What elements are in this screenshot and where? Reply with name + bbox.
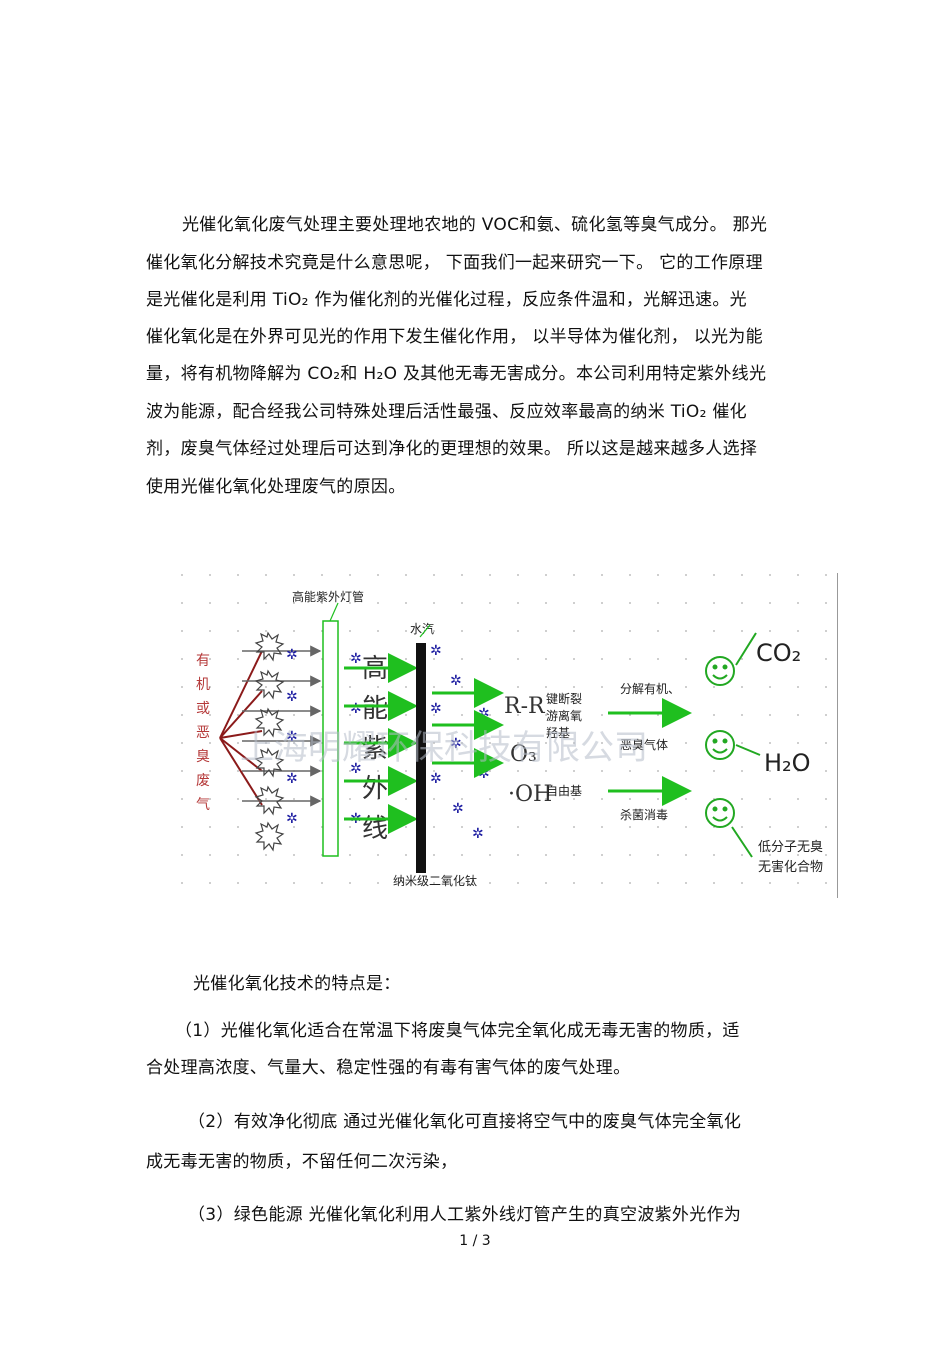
arrow3-label: 杀菌消毒 <box>620 807 668 822</box>
o3-label: O₃ <box>510 742 537 767</box>
co2-label: CO₂ <box>756 639 801 667</box>
svg-text:✲: ✲ <box>450 736 462 752</box>
text-line: （2）有效净化彻底 通过光催化氧化可直接将空气中的废臭气体完全氧化 <box>188 1112 742 1132</box>
svg-text:键断裂: 键断裂 <box>546 691 582 706</box>
tio2-bar <box>416 643 426 873</box>
svg-text:游离氧: 游离氧 <box>546 708 582 723</box>
text-line: 使用光催化氧化处理废气的原因。 <box>146 477 406 497</box>
photocatalysis-diagram: 有 机 或 恶 臭 废 气 <box>180 573 838 898</box>
features-title: 光催化氧化技术的特点是： <box>193 974 401 994</box>
water-leader-line <box>419 624 431 638</box>
uv-arrows <box>344 653 418 834</box>
center-label: 高 能 紫 外 线 <box>362 654 388 844</box>
svg-text:✲: ✲ <box>350 651 362 667</box>
text-line: 量，将有机物降解为 CO₂和 H₂O 及其他无毒无害成分。本公司利用特定紫外线光 <box>146 364 767 384</box>
svg-text:✲: ✲ <box>430 771 442 787</box>
svg-text:✲: ✲ <box>450 673 462 689</box>
left-label-char: 机 <box>196 677 210 693</box>
svg-text:无害化合物: 无害化合物 <box>758 859 823 875</box>
svg-text:✲: ✲ <box>286 729 298 745</box>
center-label-char: 紫 <box>362 734 388 764</box>
svg-text:✲: ✲ <box>478 766 490 782</box>
text-line: 催化氧化是在外界可见光的作用下发生催化作用， 以半导体为催化剂， 以光为能 <box>146 327 763 347</box>
text-line: 合处理高浓度、气量大、稳定性强的有毒有害气体的废气处理。 <box>146 1058 631 1078</box>
left-label-char: 气 <box>196 797 210 813</box>
svg-text:✲: ✲ <box>286 689 298 705</box>
text-line: 成无毒无害的物质，不留任何二次污染， <box>146 1152 458 1172</box>
oh-label: ·OH <box>508 782 552 807</box>
water-label: 水汽 <box>410 621 434 636</box>
svg-text:低分子无臭: 低分子无臭 <box>758 840 823 855</box>
tio2-label: 纳米级二氧化钛 <box>393 873 477 888</box>
watermark: 上海明耀环保科技有限公司 <box>240 728 648 768</box>
left-label-char: 废 <box>196 773 210 789</box>
radical-label: 自由基 <box>546 784 582 798</box>
smiley-face-icon <box>705 798 753 858</box>
left-label-char: 有 <box>196 653 210 669</box>
left-label-char: 或 <box>196 701 210 717</box>
svg-text:✲: ✲ <box>286 771 298 787</box>
arrow1-label: 分解有机、 <box>620 682 680 696</box>
rr-label: R-R <box>504 694 546 719</box>
text-line: 剂，废臭气体经过处理后可达到净化的更理想的效果。 所以这是越来越多人选择 <box>146 439 758 459</box>
svg-text:✲: ✲ <box>430 643 442 659</box>
branch-lines <box>219 650 263 806</box>
smiley-faces <box>705 632 761 858</box>
arrow2-label: 恶臭气体 <box>620 737 668 752</box>
h2o-label: H₂O <box>764 749 811 777</box>
smiley-face-icon <box>705 730 761 760</box>
svg-text:✲: ✲ <box>286 811 298 827</box>
text-line: 光催化氧化废气处理主要处理地农地的 VOC和氨、硫化氢等臭气成分。 那光 <box>182 215 768 235</box>
text-line: 是光催化是利用 TiO₂ 作为催化剂的光催化过程，反应条件温和，光解迅速。光 <box>146 290 747 310</box>
center-label-char: 能 <box>362 694 388 724</box>
text-line: （3）绿色能源 光催化氧化利用人工紫外线灯管产生的真空波紫外光作为 <box>188 1205 742 1225</box>
center-label-char: 外 <box>362 774 388 804</box>
diagram-canvas: 有 机 或 恶 臭 废 气 <box>180 573 837 898</box>
svg-text:✲: ✲ <box>286 647 298 663</box>
reaction-arrows <box>432 678 504 778</box>
text-line: 波为能源，配合经我公司特殊处理后活性最强、反应效率最高的纳米 TiO₂ 催化 <box>146 402 747 422</box>
svg-text:✲: ✲ <box>452 801 464 817</box>
text-line: （1）光催化氧化适合在常温下将废臭气体完全氧化成无毒无害的物质，适 <box>175 1021 740 1041</box>
gas-bursts <box>254 631 285 852</box>
svg-text:✲: ✲ <box>350 761 362 777</box>
text-line: 催化氧化分解技术究竟是什么意思呢， 下面我们一起来研究一下。 它的工作原理 <box>146 253 763 273</box>
svg-text:✲: ✲ <box>472 826 484 842</box>
bond-label: 键断裂 游离氧 羟基 <box>546 691 582 740</box>
smiley-face-icon <box>705 632 757 686</box>
left-label-char: 臭 <box>196 749 210 765</box>
lamp-leader-line <box>329 602 339 622</box>
lamp-label: 高能紫外灯管 <box>292 589 364 604</box>
low-molecule-label: 低分子无臭 无害化合物 <box>758 840 823 875</box>
svg-text:✲: ✲ <box>430 701 442 717</box>
svg-text:✲: ✲ <box>350 701 362 717</box>
page-number: 1 / 3 <box>459 1233 491 1249</box>
svg-text:✲: ✲ <box>478 706 490 722</box>
grid-background <box>180 573 837 898</box>
svg-text:羟基: 羟基 <box>546 725 570 740</box>
left-label-char: 恶 <box>196 725 210 741</box>
left-label: 有 机 或 恶 臭 废 气 <box>196 653 210 813</box>
